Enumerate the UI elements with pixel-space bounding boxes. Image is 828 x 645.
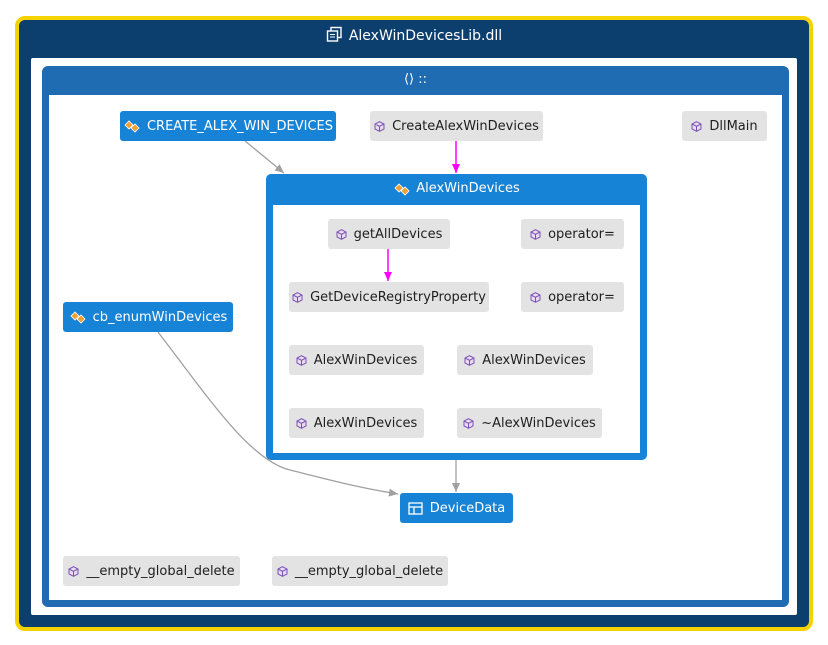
function-cube-icon (296, 354, 307, 366)
node-cb-enumwindevices[interactable]: cb_enumWinDevices (63, 302, 233, 332)
namespace-header: ⟨⟩ :: (42, 69, 789, 91)
node-label: CREATE_ALEX_WIN_DEVICES (146, 118, 334, 134)
node-label: AlexWinDevices (482, 352, 586, 368)
function-cube-icon (464, 354, 475, 366)
node-label: getAllDevices (353, 226, 443, 242)
assembly-title: AlexWinDevicesLib.dll (348, 28, 503, 44)
function-cube-icon (296, 417, 307, 429)
struct-table-icon (408, 501, 423, 515)
node-alexwindevices-dtor[interactable]: ~AlexWinDevices (457, 408, 602, 438)
dll-file-icon (326, 26, 342, 42)
node-alexwindevices-ctor-2[interactable]: AlexWinDevices (457, 345, 593, 375)
node-empty-global-delete-1[interactable]: __empty_global_delete (63, 556, 240, 586)
function-cube-icon (691, 120, 702, 132)
node-createalexwindevices[interactable]: CreateAlexWinDevices (370, 111, 543, 141)
node-label: operator= (548, 226, 615, 242)
node-label: cb_enumWinDevices (92, 309, 228, 325)
class-icon (394, 182, 410, 196)
function-cube-icon (336, 228, 347, 240)
node-devicedata[interactable]: DeviceData (400, 493, 513, 523)
class-icon (70, 310, 86, 324)
function-cube-icon (374, 120, 385, 132)
node-label: __empty_global_delete (86, 563, 235, 579)
node-label: CreateAlexWinDevices (392, 118, 539, 134)
node-create-alex-win-devices[interactable]: CREATE_ALEX_WIN_DEVICES (120, 111, 336, 141)
macro-icon (124, 119, 140, 133)
class-container-title: AlexWinDevices (416, 181, 520, 196)
assembly-header: AlexWinDevicesLib.dll (19, 25, 809, 47)
function-cube-icon (277, 565, 288, 577)
node-label: AlexWinDevices (313, 352, 418, 368)
function-cube-icon (530, 228, 541, 240)
node-label: __empty_global_delete (294, 563, 444, 579)
node-label: GetDeviceRegistryProperty (310, 289, 486, 305)
function-cube-icon (530, 291, 541, 303)
node-getdeviceregistryproperty[interactable]: GetDeviceRegistryProperty (289, 282, 489, 312)
node-getalldevices[interactable]: getAllDevices (328, 219, 450, 249)
node-operator-assign-1[interactable]: operator= (521, 219, 624, 249)
node-alexwindevices-ctor-1[interactable]: AlexWinDevices (289, 345, 424, 375)
node-label: AlexWinDevices (313, 415, 418, 431)
node-empty-global-delete-2[interactable]: __empty_global_delete (272, 556, 448, 586)
node-label: DeviceData (429, 500, 506, 516)
function-cube-icon (292, 291, 303, 303)
namespace-braces-icon: ⟨⟩ (403, 72, 415, 87)
namespace-title: :: (418, 72, 428, 87)
function-cube-icon (68, 565, 79, 577)
function-cube-icon (463, 417, 474, 429)
node-label: operator= (548, 289, 615, 305)
node-label: ~AlexWinDevices (481, 415, 596, 431)
node-label: DllMain (709, 118, 758, 134)
class-container-header: AlexWinDevices (266, 177, 647, 201)
node-alexwindevices-ctor-3[interactable]: AlexWinDevices (289, 408, 424, 438)
node-dllmain[interactable]: DllMain (682, 111, 767, 141)
node-operator-assign-2[interactable]: operator= (521, 282, 624, 312)
